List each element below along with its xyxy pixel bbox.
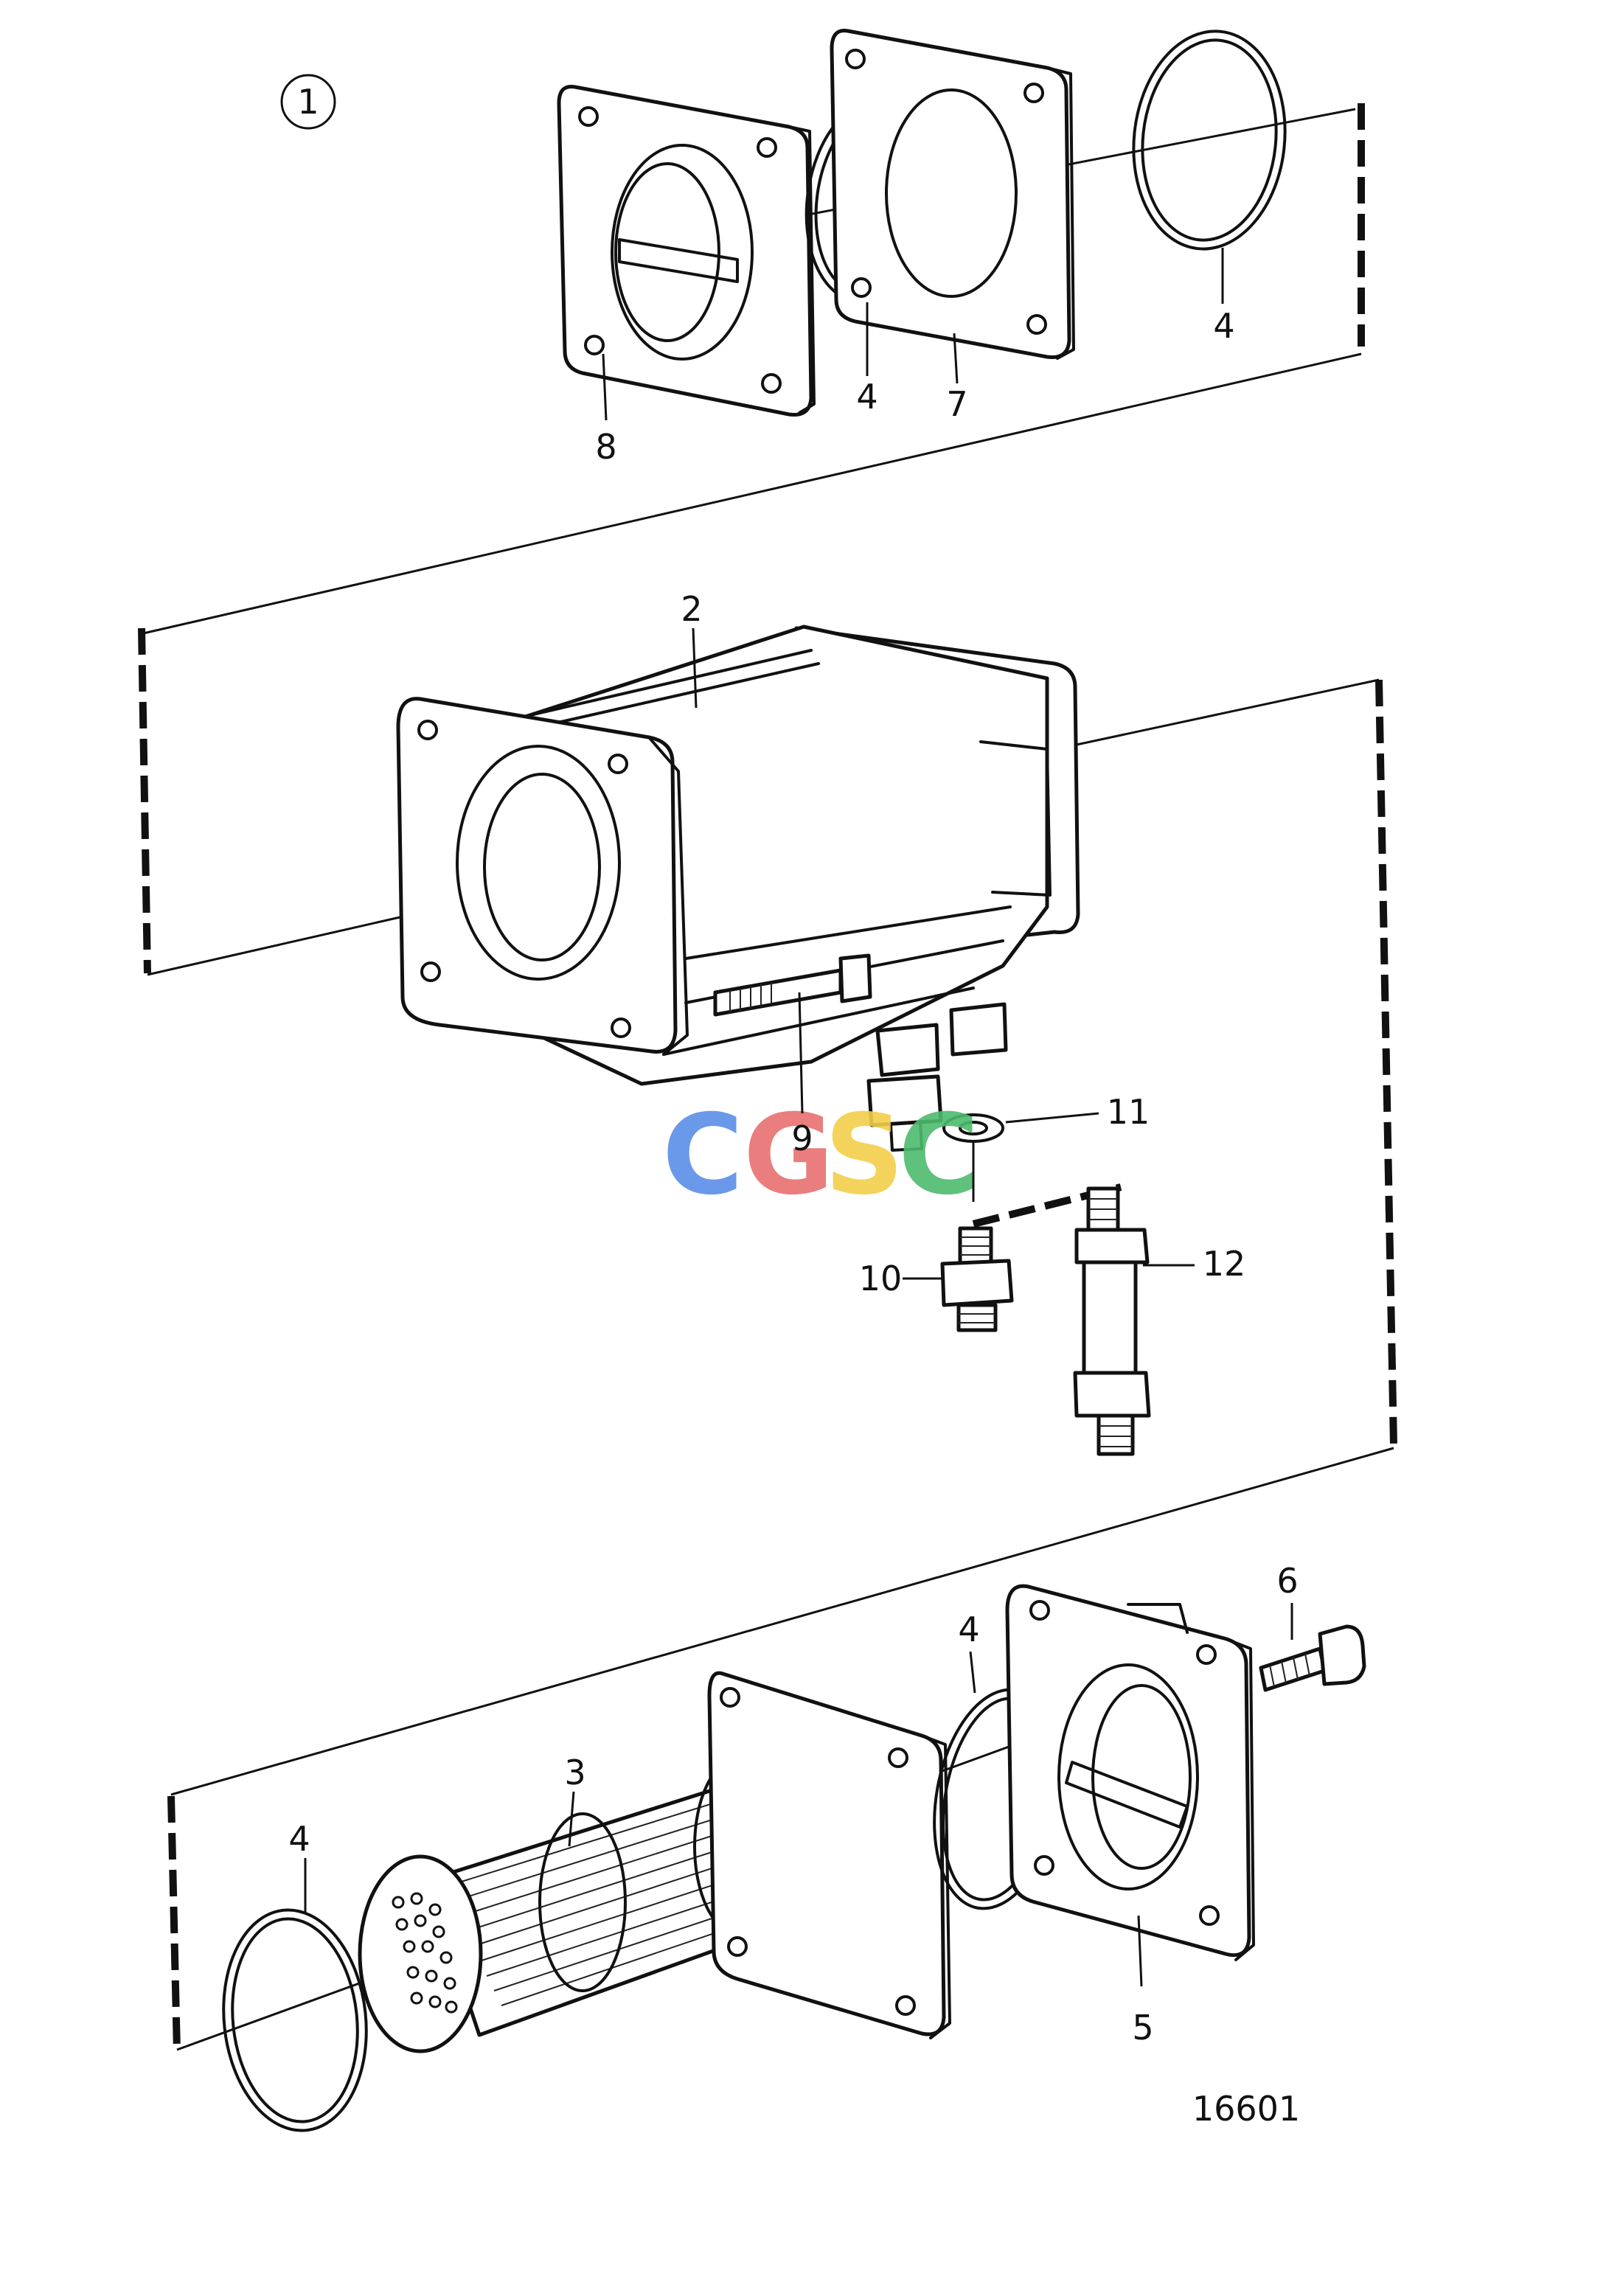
callout-8: 8	[595, 427, 616, 467]
part-9-screw	[713, 953, 872, 1017]
part-7-gasket-plate	[830, 29, 1075, 360]
callout-9: 9	[791, 1119, 813, 1158]
leader-7	[953, 333, 959, 384]
end-plate-holes	[392, 1892, 458, 2014]
part-4-o-ring-top-right-inner	[1141, 38, 1278, 242]
callout-4a: 4	[856, 377, 877, 417]
callout-10: 10	[859, 1259, 903, 1298]
watermark-letter-3: S	[824, 1091, 904, 1220]
callout-12: 12	[1203, 1244, 1246, 1284]
leader-5	[1137, 1915, 1143, 1987]
callout-4b: 4	[1213, 306, 1234, 346]
part-12-extension-nipple	[1073, 1186, 1151, 1456]
callout-11: 11	[1107, 1092, 1150, 1132]
part-10-nipple	[940, 1226, 1014, 1332]
dashed-boundary-bottom-left	[167, 1795, 181, 2052]
drain-fitting-nut	[866, 1074, 943, 1152]
boundary-line-mid-bottom	[147, 913, 414, 976]
callout-2: 2	[681, 589, 702, 629]
boundary-line-top	[139, 352, 1362, 636]
part-6-bolt	[1259, 1624, 1366, 1692]
watermark-letter-4: C	[898, 1091, 979, 1220]
view-number: 1	[297, 82, 319, 122]
part-8-end-cover	[557, 84, 816, 417]
part-4-o-ring-top-right	[1132, 29, 1287, 251]
callout-7: 7	[946, 384, 967, 424]
leader-2	[692, 627, 698, 709]
drawing-number: 16601	[1192, 2089, 1300, 2129]
dashed-boundary-mid-right	[1375, 679, 1397, 1446]
part-4-o-ring-bottom-left	[222, 1908, 368, 2132]
callout-4d: 4	[958, 1610, 979, 1649]
view-number-badge: 1	[280, 74, 336, 130]
watermark-letter-1: C	[662, 1091, 743, 1220]
boundary-line-mid-lower	[170, 1447, 1394, 1796]
part-5-end-cover	[1005, 1584, 1255, 1961]
axis-line-mid	[1076, 678, 1380, 746]
leader-9	[798, 992, 804, 1114]
part-4-o-ring-bottom-left-inner	[231, 1917, 359, 2123]
part-2-heat-exchanger-housing	[396, 625, 1080, 1086]
watermark-logo: C G S C	[662, 1091, 979, 1220]
watermark-letter-2: G	[743, 1091, 834, 1220]
callout-6: 6	[1276, 1561, 1298, 1601]
leader-3	[568, 1791, 575, 1847]
leader-4d	[969, 1651, 976, 1694]
dashed-boundary-mid-left	[138, 627, 151, 974]
tube-plate-flange	[707, 1671, 951, 2039]
callout-4c: 4	[288, 1819, 310, 1859]
leader-8	[602, 353, 608, 421]
callout-3: 3	[564, 1753, 585, 1792]
callout-5: 5	[1132, 2008, 1153, 2048]
leader-11	[1005, 1112, 1099, 1124]
